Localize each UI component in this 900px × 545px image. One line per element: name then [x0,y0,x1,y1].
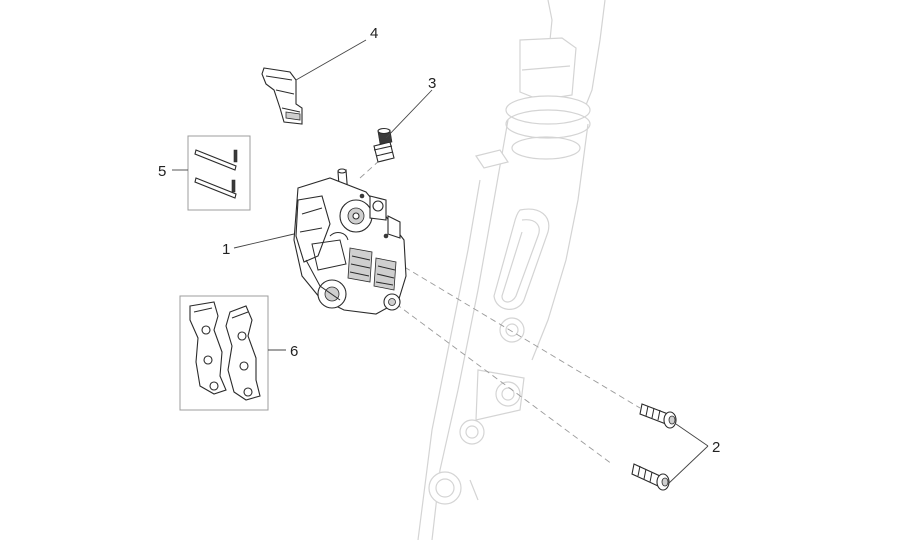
clip-part [261,67,303,125]
callout-labels: 1 2 3 4 5 6 [158,25,720,456]
callout-caliper: 1 [222,241,230,258]
pins-part [187,135,251,211]
assembly-axes [359,159,641,465]
screw-lower [631,463,670,491]
callout-clip: 4 [370,25,378,42]
callout-pins: 5 [158,163,166,180]
callout-pads: 6 [290,343,298,360]
brake-pads-part [179,295,269,411]
callout-bleed-valve: 3 [428,75,436,92]
callout-screws: 2 [712,439,720,456]
caliper-part [293,168,407,315]
fork-leg [417,0,606,541]
bleed-valve-part [373,127,395,163]
screw-upper [639,403,677,429]
leader-lines [172,39,709,485]
screws-part [631,403,677,491]
